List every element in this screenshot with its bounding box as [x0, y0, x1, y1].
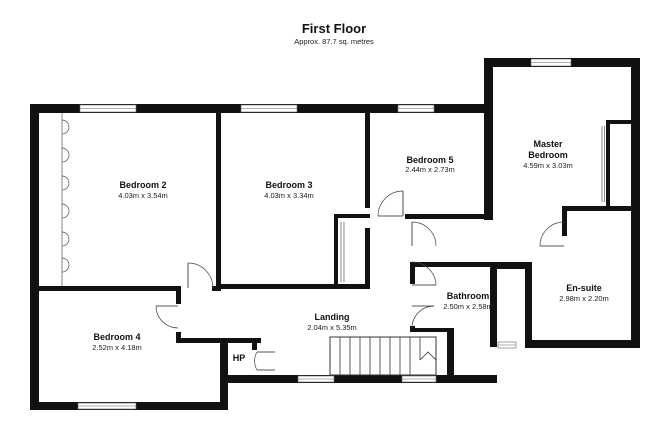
room-bedroom3: Bedroom 3 4.03m x 3.34m — [264, 180, 314, 200]
room-ensuite: En-suite 2.98m x 2.20m — [559, 283, 609, 303]
window-master — [530, 58, 572, 67]
doors — [155, 190, 565, 371]
floor-area: Approx. 87.7 sq. metres — [294, 37, 374, 46]
room-dimensions: 4.03m x 3.54m — [118, 191, 168, 200]
room-name: Landing — [315, 312, 350, 322]
room-dimensions: 2.44m x 2.73m — [405, 165, 455, 174]
staircase — [329, 336, 437, 376]
window-bedroom5 — [397, 104, 435, 113]
wardrobe-bedroom2 — [61, 113, 70, 286]
room-bathroom: Bathroom 2.50m x 2.58m — [443, 291, 493, 311]
room-name: Bedroom 5 — [406, 155, 453, 165]
room-name: Bedroom 4 — [93, 332, 140, 342]
window-landing-1 — [297, 375, 335, 383]
room-dimensions: 4.03m x 3.34m — [264, 191, 314, 200]
room-bedroom4: Bedroom 4 2.52m x 4.18m — [92, 332, 142, 352]
room-name: HP — [233, 353, 246, 363]
cupboard-bedroom3 — [340, 222, 345, 282]
room-dimensions: 4.59m x 3.03m — [523, 161, 573, 170]
room-dimensions: 2.98m x 2.20m — [559, 294, 609, 303]
room-name-line2: Bedroom — [528, 150, 568, 160]
door-bedroom4[interactable] — [155, 305, 179, 329]
door-bedroom2[interactable] — [187, 262, 214, 289]
room-dimensions: 2.52m x 4.18m — [92, 343, 142, 352]
door-ensuite[interactable] — [539, 221, 565, 247]
floor-title: First Floor — [302, 21, 366, 36]
door-bathroom[interactable] — [411, 261, 437, 329]
room-bedroom5: Bedroom 5 2.44m x 2.73m — [405, 155, 455, 174]
window-landing-2 — [401, 375, 437, 383]
window-bedroom2 — [79, 104, 137, 113]
room-hp: HP — [233, 353, 246, 363]
windows — [77, 58, 572, 410]
window-bedroom3 — [240, 104, 298, 113]
room-name: Bedroom 2 — [119, 180, 166, 190]
room-landing: Landing 2.04m x 5.35m — [307, 312, 357, 332]
window-bedroom4 — [77, 402, 137, 410]
room-name: Bedroom 3 — [265, 180, 312, 190]
room-name: En-suite — [566, 283, 602, 293]
room-name-line1: Master — [533, 139, 563, 149]
door-hp[interactable] — [254, 351, 275, 371]
room-dimensions: 2.50m x 2.58m — [443, 302, 493, 311]
window-bathroom — [497, 341, 517, 349]
internal-walls — [35, 108, 640, 350]
room-dimensions: 2.04m x 5.35m — [307, 323, 357, 332]
wardrobe-master — [601, 126, 605, 202]
door-master[interactable] — [411, 221, 437, 247]
room-master-bedroom: Master Bedroom 4.59m x 3.03m — [523, 139, 573, 170]
room-name: Bathroom — [447, 291, 490, 301]
room-bedroom2: Bedroom 2 4.03m x 3.54m — [118, 180, 168, 200]
door-bedroom5[interactable] — [377, 190, 404, 217]
